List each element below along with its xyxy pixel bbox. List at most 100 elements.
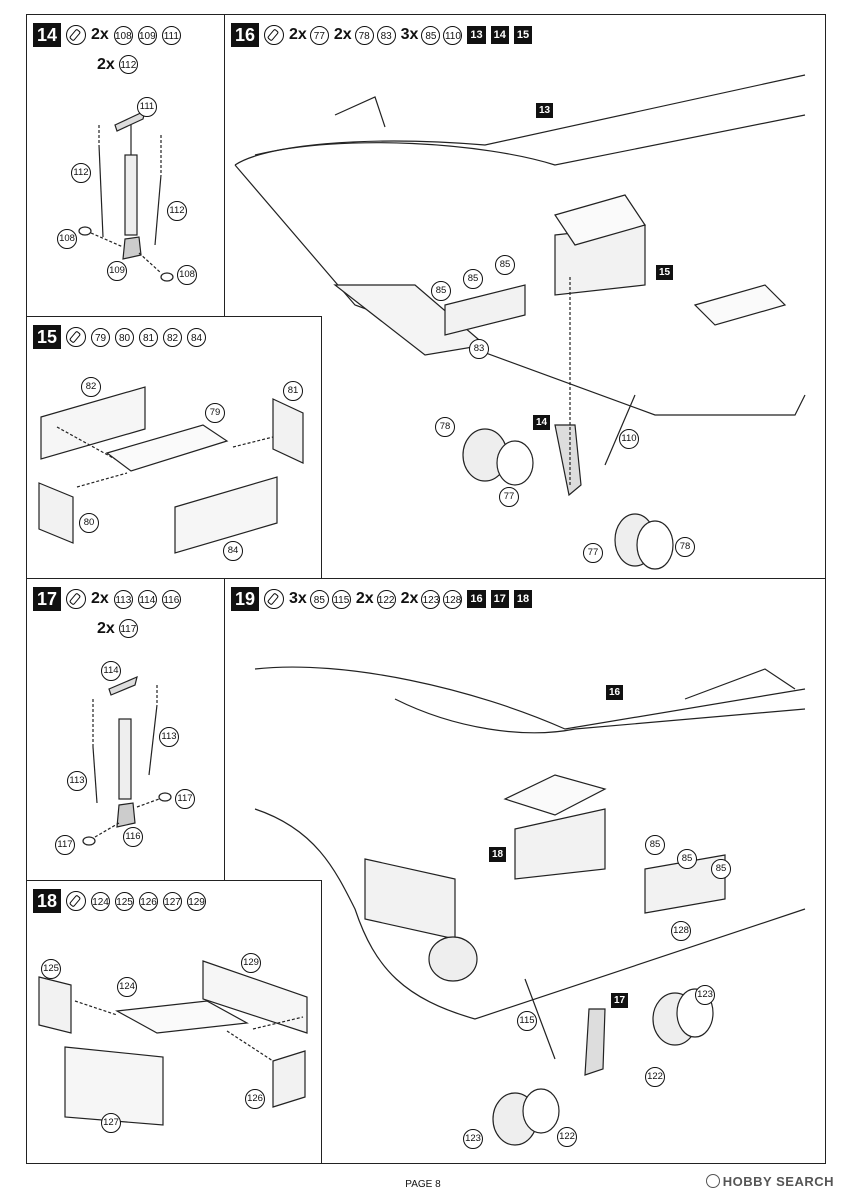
part-number: 129 [187,891,207,911]
step-19-panel: 19 3x 85 115 2x 122 2x 123 128 16 17 18 [224,578,826,1164]
part-callout: 124 [117,977,137,997]
step-14-panel: 14 2x 108 109 111 2x 112 111 112 112 108… [26,14,226,318]
step-number: 14 [33,23,62,47]
step-reference-marker: 17 [611,993,629,1008]
cement-icon [264,25,285,45]
part-number: 126 [139,891,159,911]
part-number: 115 [331,589,351,609]
gear-bay-box-diagram [38,960,308,1126]
step-reference: 15 [513,26,533,44]
part-number: 128 [443,589,463,609]
cement-icon [66,327,87,347]
part-callout: 113 [67,771,87,791]
part-number: 116 [161,589,181,609]
wing-gear-bay-diagram [234,74,806,570]
part-number: 122 [376,589,396,609]
step-reference: 17 [490,590,509,608]
step-number: 18 [33,889,62,913]
step-15-header: 15 79 80 81 82 84 [33,325,207,349]
part-callout: 128 [671,921,691,941]
quantity-label: 2x [289,26,307,43]
step-18-header: 18 124 125 126 127 129 [33,889,207,913]
part-callout: 112 [167,201,187,221]
part-number: 109 [137,25,157,45]
part-number: 125 [115,891,135,911]
quantity-label: 2x [97,619,115,637]
step-17-header-line2: 2x 117 [97,619,138,638]
part-callout: 108 [177,265,197,285]
part-number: 77 [309,25,329,45]
step-14-header-line2: 2x 112 [97,55,138,74]
step-14-header: 14 2x 108 109 111 [33,23,181,47]
part-number: 124 [91,891,111,911]
step-reference: 18 [513,590,533,608]
step-number: 15 [33,325,62,349]
part-callout: 80 [79,513,99,533]
quantity-label: 2x [91,590,109,607]
watermark-logo-icon [705,1174,720,1188]
step-16-header: 16 2x 77 2x 78 83 3x 85 110 13 14 15 [231,23,533,47]
cement-icon [66,891,87,911]
part-callout: 85 [711,859,731,879]
step-reference-marker: 14 [533,415,551,430]
part-callout: 83 [469,339,489,359]
part-callout: 117 [55,835,75,855]
cement-icon [66,25,87,45]
part-callout: 114 [101,661,121,681]
step-reference-marker: 18 [489,847,507,862]
part-callout: 111 [137,97,157,117]
part-callout: 85 [463,269,483,289]
part-callout: 122 [645,1067,665,1087]
step-number: 19 [231,587,260,611]
part-number: 111 [161,25,181,45]
part-number: 85 [421,25,441,45]
cement-icon [264,589,285,609]
step-number: 16 [231,23,260,47]
part-number: 110 [443,25,463,45]
part-number: 114 [137,589,157,609]
part-callout: 81 [283,381,303,401]
part-callout: 85 [495,255,515,275]
wing-gear-bay-diagram [254,666,806,1146]
part-number: 123 [421,589,441,609]
part-callout: 127 [101,1113,121,1133]
part-callout: 122 [557,1127,577,1147]
step-reference-marker: 13 [536,103,554,118]
step-19-header: 19 3x 85 115 2x 122 2x 123 128 16 17 18 [231,587,533,611]
part-number: 78 [354,25,374,45]
part-callout: 125 [41,959,61,979]
part-callout: 116 [123,827,143,847]
gear-bay-box-diagram [38,386,304,554]
part-callout: 108 [57,229,77,249]
watermark-text: HOBBY SEARCH [722,1174,834,1189]
part-number: 79 [91,327,111,347]
part-number: 112 [118,55,138,74]
part-callout: 123 [695,985,715,1005]
part-number: 80 [115,327,135,347]
part-callout: 85 [677,849,697,869]
step-15-panel: 15 79 80 81 82 84 82 81 79 80 84 [26,316,322,580]
part-callout: 117 [175,789,195,809]
part-callout: 126 [245,1089,265,1109]
part-callout: 85 [431,281,451,301]
part-callout: 112 [71,163,91,183]
step-17-panel: 17 2x 113 114 116 2x 117 114 113 113 117… [26,578,226,882]
page-number: PAGE 8 [405,1179,441,1190]
quantity-label: 2x [91,26,109,43]
part-number: 108 [113,25,133,45]
step-reference: 13 [467,26,486,44]
part-callout: 78 [435,417,455,437]
quantity-label: 2x [400,590,419,607]
part-number: 127 [163,891,183,911]
part-callout: 79 [205,403,225,423]
landing-gear-strut-diagram [82,675,172,846]
part-callout: 85 [645,835,665,855]
watermark: HOBBY SEARCH [705,1174,834,1189]
part-callout: 84 [223,541,243,561]
part-number: 117 [118,619,138,638]
step-number: 17 [33,587,62,611]
quantity-label: 2x [355,590,374,607]
step-16-panel: 16 2x 77 2x 78 83 3x 85 110 13 14 15 [224,14,826,580]
part-callout: 123 [463,1129,483,1149]
part-callout: 129 [241,953,261,973]
